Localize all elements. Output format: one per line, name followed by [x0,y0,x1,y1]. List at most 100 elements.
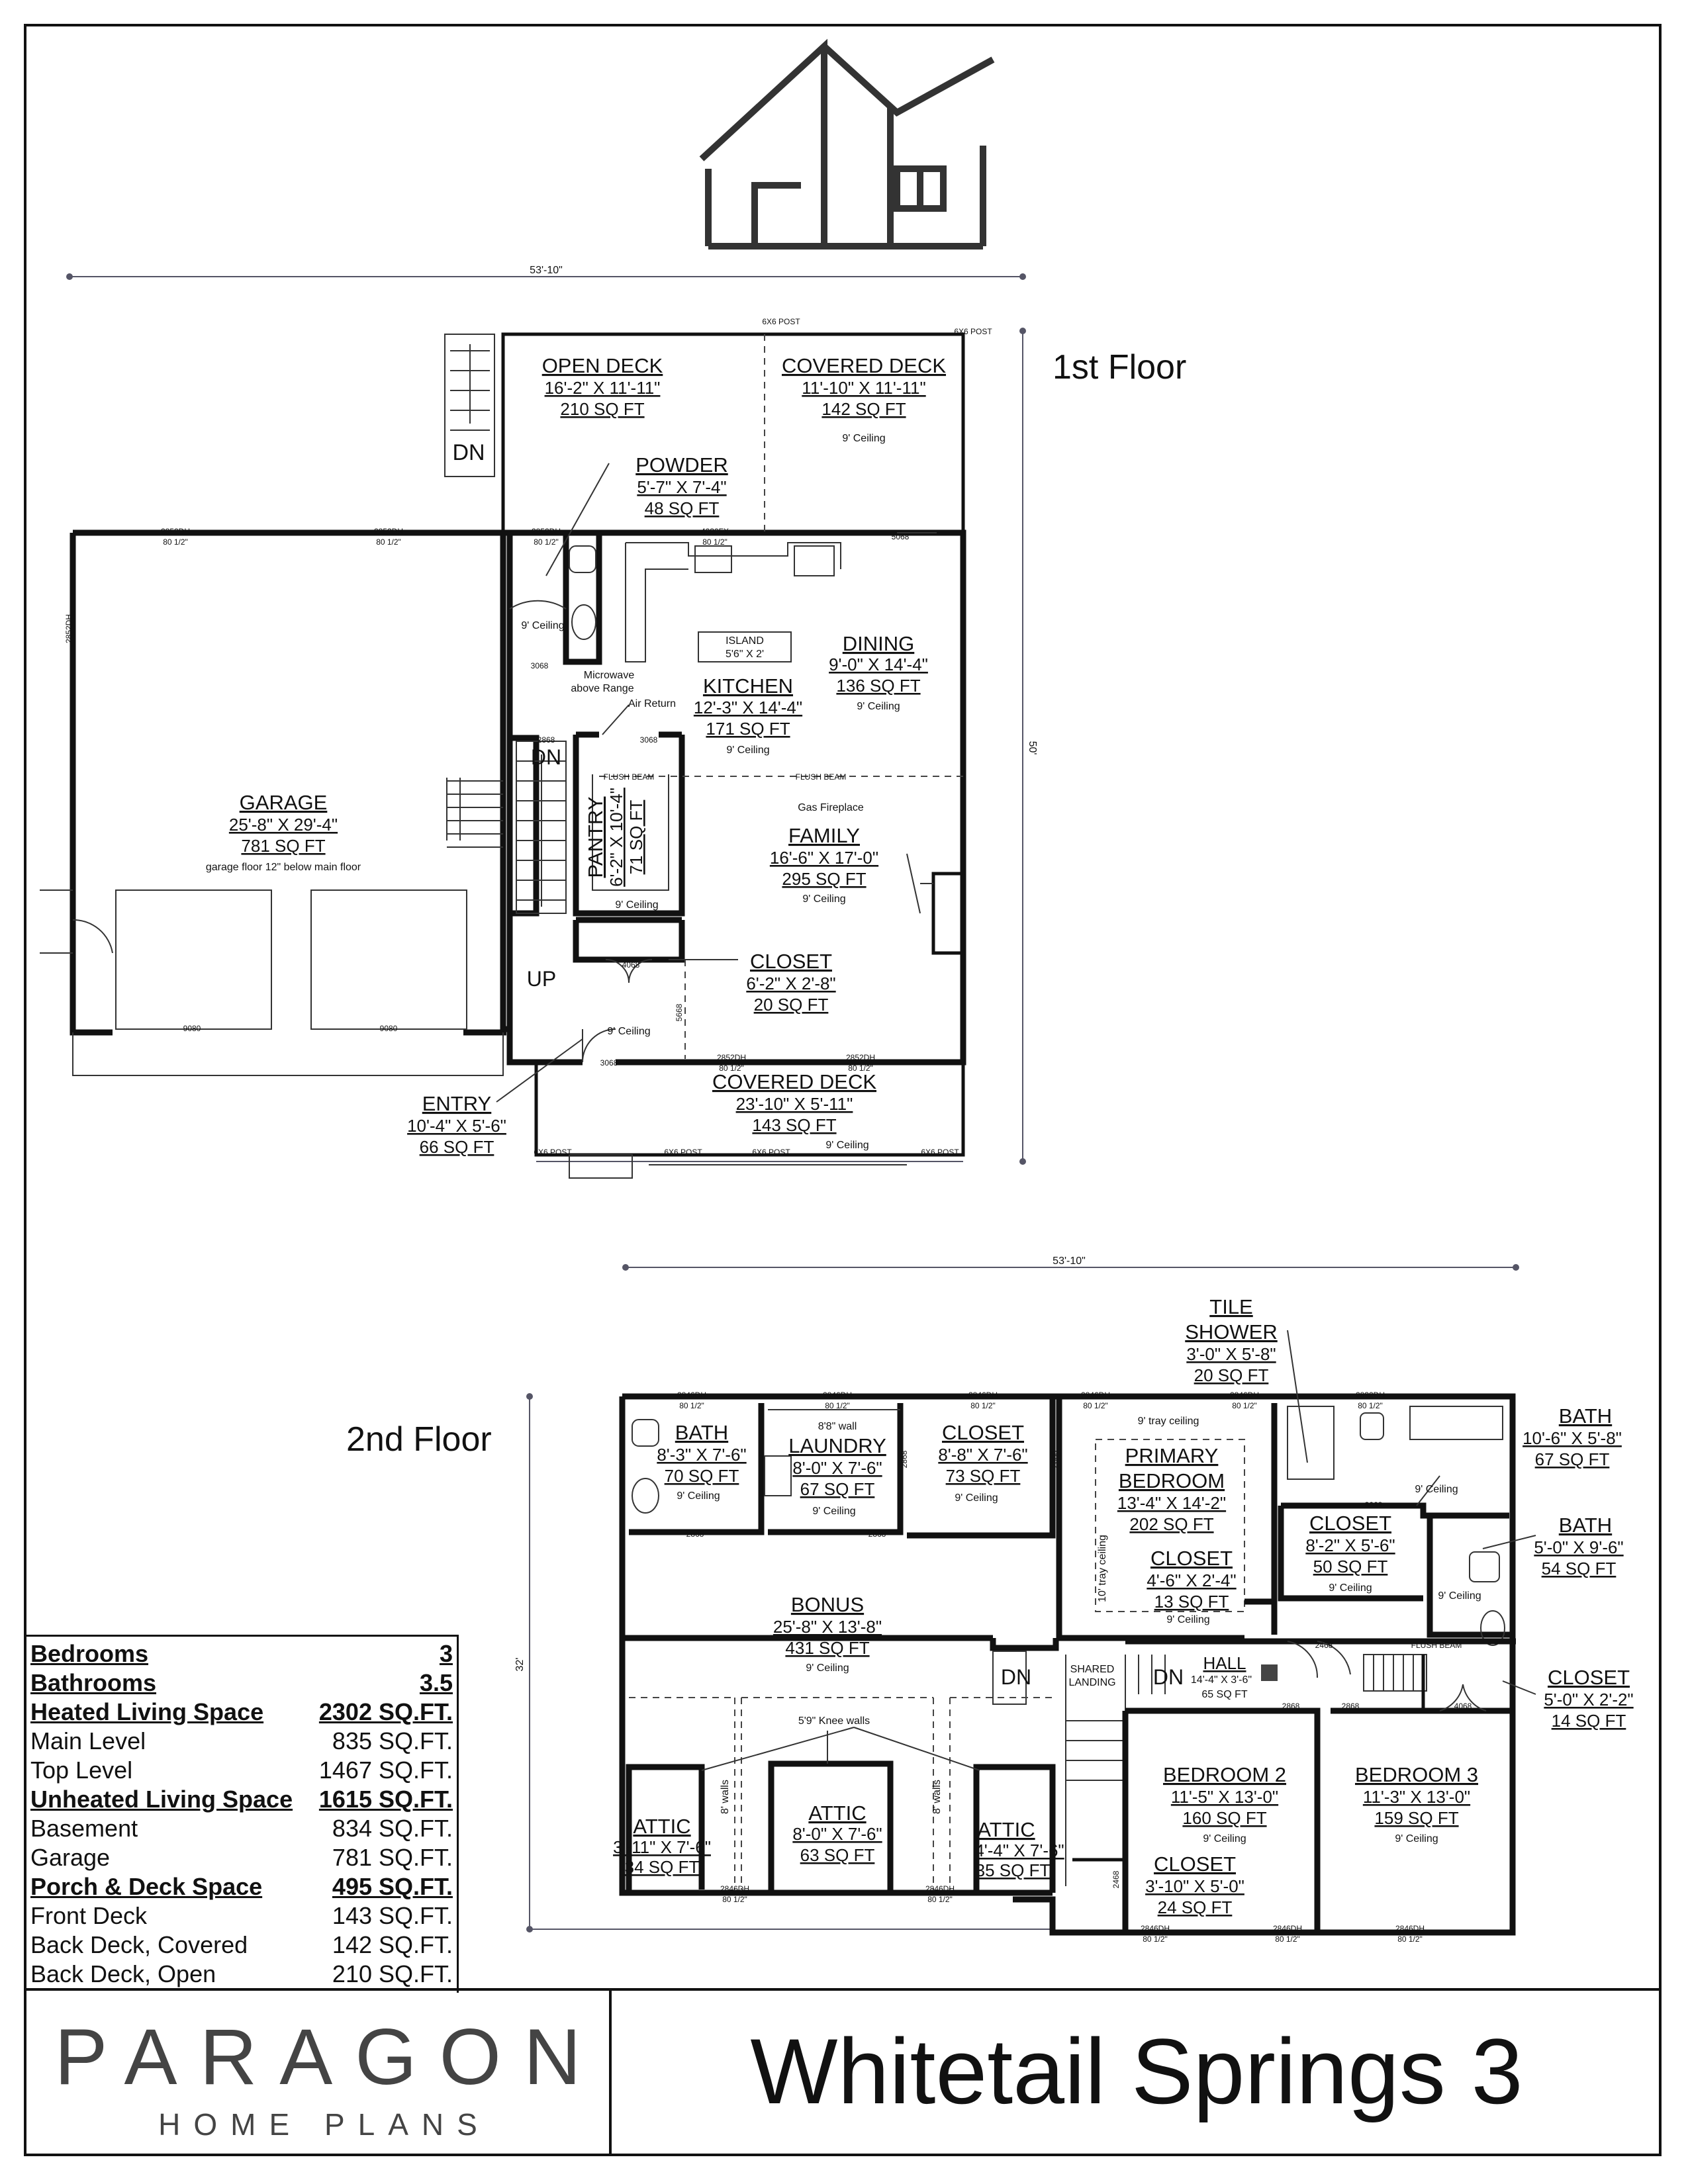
attic-a-area: 34 SQ FT [625,1857,700,1877]
covered-deck-front-ceiling: 9' Ceiling [825,1140,868,1151]
hall-area: 65 SQ FT [1201,1689,1248,1700]
door-tag: 3068 [600,1058,618,1068]
door-tag: 4068 [1454,1702,1472,1711]
island-label: ISLAND [726,635,764,647]
door-tag: 2868 [1050,1450,1059,1468]
stat-label: Bedrooms [30,1640,149,1667]
kitchen-name: KITCHEN [703,674,793,698]
open-deck-name: OPEN DECK [542,354,663,377]
stat-value: 1615 SQ.FT. [318,1786,453,1813]
post-label: 6X6 POST [752,1148,790,1157]
bedroom2-area: 160 SQ FT [1182,1808,1266,1828]
stat-value: 1467 SQ.FT. [318,1756,453,1784]
window-tag: 80 1/2" [702,537,727,547]
pantry-name: PANTRY [584,797,607,878]
closet-area: 20 SQ FT [754,995,829,1015]
post-label: 6X6 POST [534,1148,572,1157]
window-tag: 80 1/2" [1143,1934,1168,1944]
stat-label: Back Deck, Covered [30,1931,248,1958]
hall-stair [1363,1654,1427,1692]
closet-b-size: 8'-2" X 5'-6" [1305,1535,1395,1555]
window-tag: 80 1/2" [534,537,559,547]
plan-title: Whitetail Springs 3 [750,2019,1523,2123]
covered-deck-back-ceiling: 9' Ceiling [842,433,885,444]
bonus-name: BONUS [791,1593,864,1616]
kitchen-ceiling: 9' Ceiling [726,745,769,756]
closet-a-name: CLOSET [942,1421,1024,1444]
microwave-note: Microwave [584,670,635,681]
window-tag: 80 1/2" [1358,1401,1383,1410]
dining-ceiling: 9' Ceiling [857,701,900,712]
powder-size: 5'-7" X 7'-4" [637,477,726,497]
above-range-note: above Range [571,683,633,694]
closet-e-area: 24 SQ FT [1158,1897,1233,1917]
primary-name-2: BEDROOM [1119,1469,1225,1492]
window-tag: 2852DH [64,614,73,643]
window-tag: 2852DH [846,1053,875,1062]
back-deck-rail [501,332,965,533]
stat-value: 3.5 [419,1669,453,1696]
tile-shower-area: 20 SQ FT [1194,1365,1269,1385]
powder-area: 48 SQ FT [645,498,720,518]
sheet-border [24,24,1662,2156]
window-tag: 80 1/2" [825,1401,850,1410]
closet-c-ceiling: 9' Ceiling [1166,1614,1209,1625]
shared-landing-2: LANDING [1068,1677,1115,1688]
bedroom3-ceiling: 9' Ceiling [1395,1833,1438,1844]
closet-c-name: CLOSET [1150,1547,1233,1570]
brand-subtitle: HOME PLANS [158,2107,491,2142]
door-tag: 2468 [1315,1641,1333,1650]
closet-size: 6'-2" X 2'-8" [746,974,835,993]
door-tag: 2868 [1342,1702,1360,1711]
bedroom2-size: 11'-5" X 13'-0" [1171,1787,1278,1807]
front-deck-rail [534,1062,965,1157]
stat-label: Top Level [30,1756,133,1784]
stair-down-label: DN [1153,1665,1184,1689]
window-tag: 2846DH [968,1390,998,1400]
pantry-ceiling: 9' Ceiling [615,899,658,911]
window-tag: 2846DH [1273,1924,1302,1933]
door-tag: 4068 [622,960,640,970]
stair-up-label: UP [527,967,556,991]
garage-note: garage floor 12" below main floor [206,862,361,873]
garage-wall-left [70,533,113,1036]
kitchen-size: 12'-3" X 14'-4" [694,698,802,717]
bath-b-ceiling: 9' Ceiling [1415,1484,1458,1495]
island-size: 5'6" X 2' [726,649,764,660]
stat-label: Back Deck, Open [30,1960,216,1987]
bonus-size: 25'-8" X 13'-8" [773,1617,882,1637]
brand-logo: PARAGON HOME PLANS [26,1989,609,2154]
window-tag: 2846DH [823,1390,852,1400]
attic-b-size: 8'-0" X 7'-6" [792,1824,882,1844]
bonus-area: 431 SQ FT [785,1638,869,1658]
first-width-text: 53'-10" [530,265,563,276]
bath-c-name: BATH [1559,1514,1612,1537]
tile-shower-name-1: TILE [1209,1295,1252,1318]
attic-b-name: ATTIC [808,1801,866,1825]
tile-shower-name-2: SHOWER [1185,1320,1278,1343]
garage-size: 25'-8" X 29'-4" [229,815,338,835]
laundry-size: 8'-0" X 7'-6" [792,1458,882,1478]
window-tag: 80 1/2" [848,1064,873,1073]
window-tag: 80 1/2" [722,1895,747,1904]
stat-value: 143 SQ.FT. [332,1902,453,1929]
window-tag: 2852DH [717,1053,746,1062]
stat-value: 210 SQ.FT. [332,1960,453,1987]
family-name: FAMILY [788,824,860,847]
second-outer-wall [622,1393,1516,1936]
window-tag: 80 1/2" [163,537,188,547]
bedroom3-area: 159 SQ FT [1374,1808,1458,1828]
bath-b-area: 67 SQ FT [1535,1449,1610,1469]
window-tag: 2846DH [720,1884,749,1893]
bedroom2-name: BEDROOM 2 [1163,1763,1286,1786]
door-tag: 5668 [675,1003,684,1021]
garage-wall-right [500,533,506,1032]
door-tag: 2468 [1111,1870,1121,1888]
title-block-rule [24,1988,1662,1991]
closet-b-area: 50 SQ FT [1313,1557,1388,1576]
second-floor-label: 2nd Floor [346,1420,492,1459]
